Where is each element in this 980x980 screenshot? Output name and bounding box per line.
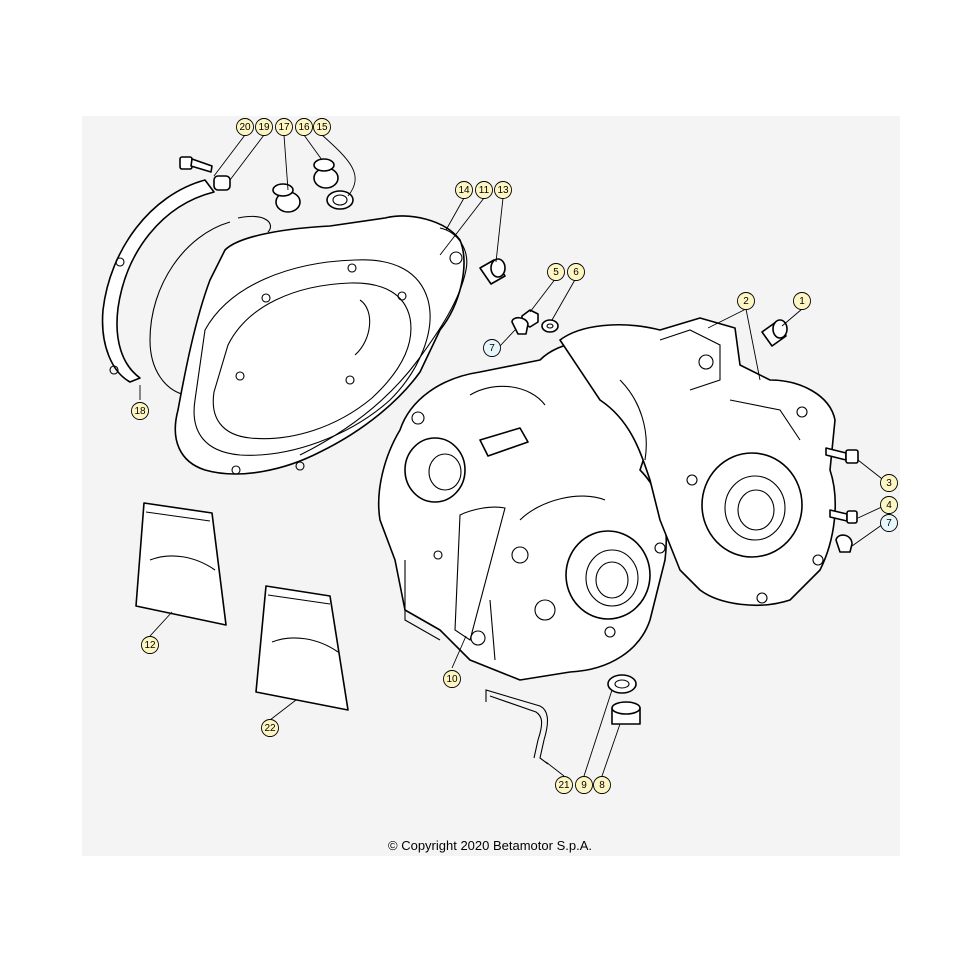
callout-3: 3	[880, 474, 898, 492]
callout-18: 18	[131, 402, 149, 420]
sealant-pouch-22	[255, 585, 349, 711]
screw-20	[179, 156, 213, 173]
callout-label: 12	[144, 640, 156, 651]
callout-10: 10	[443, 670, 461, 688]
callout-label: 15	[316, 122, 328, 133]
callout-label: 7	[489, 343, 495, 354]
washer-6	[541, 319, 559, 333]
callout-label: 7	[886, 518, 892, 529]
callout-label: 4	[886, 500, 892, 511]
dowel-19	[213, 175, 231, 191]
callout-label: 18	[134, 406, 146, 417]
callout-label: 1	[799, 296, 805, 307]
callout-22: 22	[261, 719, 279, 737]
callout-4: 4	[880, 496, 898, 514]
callout-7: 7	[880, 514, 898, 532]
fitting-7-right	[835, 534, 853, 553]
callout-label: 13	[497, 185, 509, 196]
callout-label: 21	[558, 780, 570, 791]
crankcase-right-half	[559, 317, 836, 606]
callout-20: 20	[236, 118, 254, 136]
callout-8: 8	[593, 776, 611, 794]
callout-17: 17	[275, 118, 293, 136]
callout-12: 12	[141, 636, 159, 654]
callout-6: 6	[567, 263, 585, 281]
cover-gasket	[299, 227, 468, 456]
plug-17	[272, 183, 301, 213]
bolt-4	[829, 509, 858, 524]
crankcase-gasket-10	[454, 506, 506, 641]
copyright-text: © Copyright 2020 Betamotor S.p.A.	[388, 838, 592, 853]
sealant-pouch-12	[135, 502, 227, 626]
callout-label: 8	[599, 780, 605, 791]
callout-2: 2	[737, 292, 755, 310]
callout-label: 11	[479, 185, 490, 196]
callout-label: 6	[573, 267, 579, 278]
drain-plug-8	[611, 701, 641, 725]
callout-label: 5	[553, 267, 559, 278]
crankcase-left-half	[377, 340, 668, 681]
oring-15	[326, 190, 354, 210]
fitting-7-top	[511, 316, 529, 335]
callout-13: 13	[494, 181, 512, 199]
callout-label: 9	[581, 780, 587, 791]
callout-label: 3	[886, 478, 892, 489]
callout-label: 14	[458, 185, 470, 196]
callout-15: 15	[313, 118, 331, 136]
bushing-13	[479, 258, 506, 285]
callout-1: 1	[793, 292, 811, 310]
callout-7: 7	[483, 339, 501, 357]
callout-label: 20	[239, 122, 251, 133]
callout-label: 19	[258, 122, 270, 133]
washer-9	[607, 674, 637, 694]
callout-14: 14	[455, 181, 473, 199]
plug-16	[313, 158, 339, 189]
callout-5: 5	[547, 263, 565, 281]
callout-label: 17	[278, 122, 290, 133]
callout-21: 21	[555, 776, 573, 794]
callout-label: 22	[264, 723, 276, 734]
leader-lines	[139, 134, 887, 777]
bolt-3	[825, 447, 859, 464]
callout-19: 19	[255, 118, 273, 136]
cover-gasket-ring	[101, 179, 272, 396]
callout-label: 10	[446, 674, 458, 685]
callout-9: 9	[575, 776, 593, 794]
bushing-1	[761, 319, 788, 347]
callout-label: 16	[298, 122, 310, 133]
clutch-cover	[174, 215, 465, 475]
callout-label: 2	[743, 296, 749, 307]
callout-16: 16	[295, 118, 313, 136]
callout-11: 11	[475, 181, 493, 199]
breather-pipe-21	[485, 689, 549, 765]
